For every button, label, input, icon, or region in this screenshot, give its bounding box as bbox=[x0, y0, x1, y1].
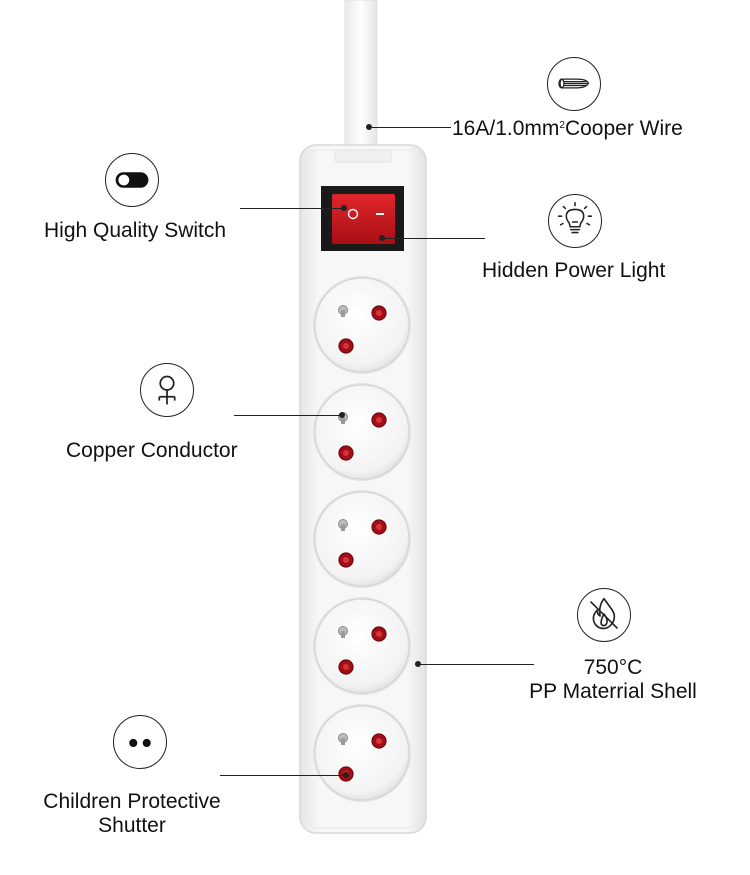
shell-label-line1: 750°C bbox=[583, 656, 643, 679]
socket-2 bbox=[313, 383, 411, 481]
wire-label: 16A/1.0mm2Cooper Wire bbox=[452, 117, 683, 140]
socket-1 bbox=[313, 276, 411, 374]
strip-top-notch bbox=[334, 149, 392, 163]
toggle-switch-icon bbox=[105, 153, 159, 207]
shell-leader-line bbox=[418, 664, 534, 666]
switch-pointer-dot bbox=[341, 205, 347, 211]
shutter-label-line2: Shutter bbox=[98, 814, 166, 837]
conductor-label: Copper Conductor bbox=[66, 439, 238, 462]
shutter-label-line1: Children Protective bbox=[43, 790, 221, 813]
shutter-leader-line bbox=[220, 775, 346, 777]
no-fire-icon bbox=[577, 588, 631, 642]
switch-rocker bbox=[332, 194, 395, 244]
socket-5 bbox=[313, 704, 411, 802]
socket-4 bbox=[313, 597, 411, 695]
conductor-leader-line bbox=[234, 415, 342, 417]
shell-label-line2: PP Materrial Shell bbox=[529, 680, 697, 703]
wire-icon bbox=[547, 57, 601, 111]
switch-leader-line bbox=[240, 208, 344, 210]
light-leader-line bbox=[382, 238, 485, 240]
light-bulb-icon bbox=[548, 194, 602, 248]
two-dots-icon bbox=[113, 715, 167, 769]
switch-on-mark bbox=[376, 213, 384, 215]
switch-off-mark bbox=[347, 208, 359, 220]
wire-leader-line bbox=[369, 127, 451, 129]
switch-label: High Quality Switch bbox=[44, 219, 227, 242]
conductor-pointer-dot bbox=[339, 412, 345, 418]
shutter-label: Children Protective Shutter bbox=[22, 790, 242, 838]
shutter-pointer-dot bbox=[343, 772, 349, 778]
socket-3 bbox=[313, 490, 411, 588]
copper-symbol-icon bbox=[140, 363, 194, 417]
shell-label: 750°C PP Materrial Shell bbox=[508, 656, 718, 704]
power-cord bbox=[344, 0, 378, 151]
light-label: Hidden Power Light bbox=[482, 259, 666, 282]
